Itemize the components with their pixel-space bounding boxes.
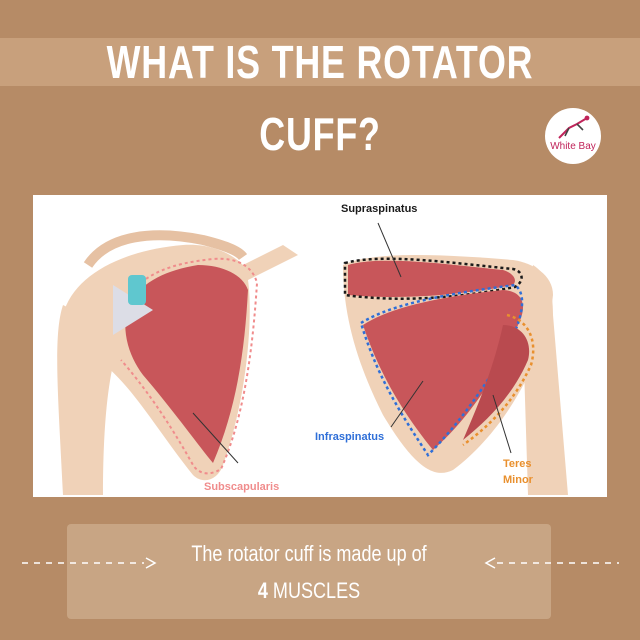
label-supraspinatus: Supraspinatus xyxy=(341,203,418,215)
white-bay-logo: White Bay xyxy=(545,108,601,164)
cartilage-front xyxy=(128,275,146,305)
supraspinatus-muscle xyxy=(348,260,515,297)
label-infraspinatus: Infraspinatus xyxy=(315,431,385,443)
left-arrow-icon xyxy=(22,557,157,569)
infraspinatus-pointer xyxy=(390,380,424,428)
caption-box xyxy=(67,524,551,619)
supraspinatus-outline xyxy=(343,257,523,300)
caption-muscle-count: 4 MUSCLES xyxy=(111,578,508,604)
humerus-back-bone xyxy=(523,265,568,495)
label-teres-minor-line1: Teres xyxy=(503,458,532,470)
supraspinatus-pointer xyxy=(377,222,402,278)
caption-text: The rotator cuff is made up of xyxy=(191,541,427,566)
teres-minor-pointer xyxy=(492,394,512,454)
right-arrow-icon xyxy=(484,557,619,569)
title-line-2: CUFF? xyxy=(259,108,381,160)
caption-count-number: 4 xyxy=(257,578,268,603)
title-line-1: WHAT IS THE ROTATOR xyxy=(106,36,534,88)
humerus-front-bone xyxy=(57,305,123,495)
subscapularis-pointer xyxy=(192,412,239,464)
runner-icon xyxy=(558,115,590,139)
label-teres-minor-line2: Minor xyxy=(503,474,533,486)
logo-text: White Bay xyxy=(550,141,596,152)
subscapularis-muscle xyxy=(125,265,248,463)
rotator-cuff-diagram xyxy=(57,222,568,495)
title-band xyxy=(0,38,640,86)
label-subscapularis: Subscapularis xyxy=(204,481,280,493)
subscapularis-outline xyxy=(120,257,259,475)
clavicle-bone xyxy=(83,230,248,269)
tendon-front xyxy=(113,285,153,335)
teres-minor-outline xyxy=(462,313,535,447)
teres-minor-muscle xyxy=(463,325,530,440)
shoulder-illustration: Supraspinatus Infraspinatus Subscapulari… xyxy=(33,195,607,497)
infraspinatus-muscle xyxy=(363,290,523,450)
caption-count-label: MUSCLES xyxy=(272,578,361,603)
